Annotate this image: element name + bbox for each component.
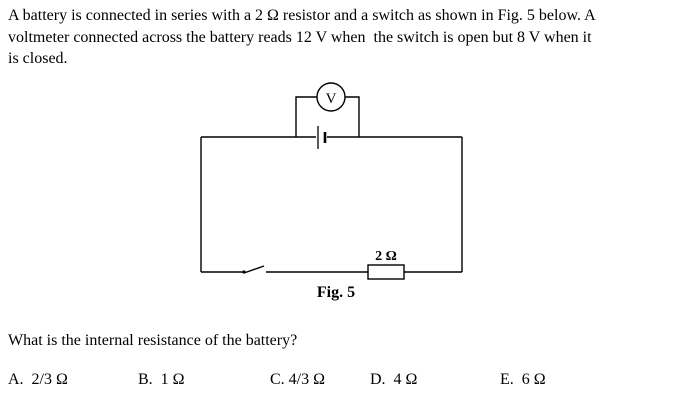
- voltmeter-label: V: [326, 91, 337, 107]
- voltmeter-icon: [316, 82, 346, 112]
- problem-statement: A battery is connected in series with a …: [8, 5, 696, 70]
- choice-d: D. 4 Ω: [370, 371, 418, 388]
- resistor-label: 2 Ω: [375, 249, 397, 264]
- choice-e: E. 6 Ω: [500, 371, 546, 388]
- statement-line-2: voltmeter connected across the battery r…: [8, 28, 592, 46]
- choice-b: B. 1 Ω: [138, 371, 185, 388]
- statement-line-1: A battery is connected in series with a …: [8, 7, 596, 24]
- choice-c: C. 4/3 Ω: [270, 371, 326, 388]
- voltmeter-branch-wire: [295, 96, 360, 137]
- answer-choices: A. 2/3 Ω B. 1 Ω C. 4/3 Ω D. 4 Ω E. 6 Ω: [0, 371, 697, 395]
- circuit-wire: [200, 136, 463, 273]
- question-text: What is the internal resistance of the b…: [8, 332, 298, 349]
- statement-line-3: is closed.: [8, 50, 68, 67]
- switch-lever: [243, 265, 265, 274]
- figure-caption: Fig. 5: [317, 284, 355, 301]
- choice-a: A. 2/3 Ω: [8, 371, 68, 388]
- resistor: 2 Ω: [367, 249, 405, 280]
- battery-symbol: [317, 126, 327, 149]
- voltmeter: V: [316, 82, 346, 112]
- resistor-box: [367, 264, 405, 280]
- switch-symbol: [242, 265, 265, 274]
